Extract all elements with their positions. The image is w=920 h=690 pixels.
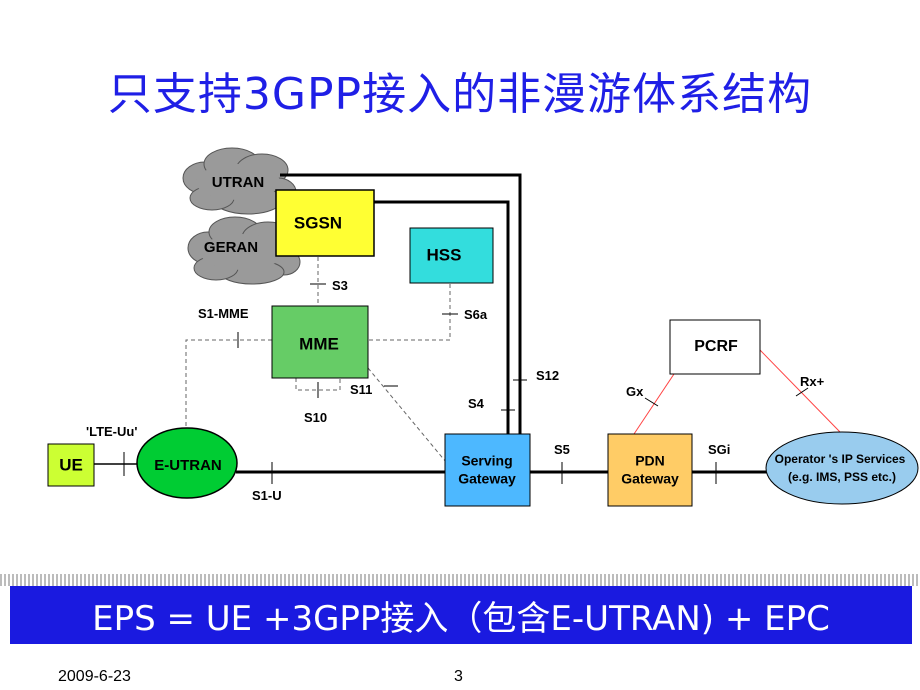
eutran-node: E-UTRAN	[136, 427, 238, 499]
dashed-links	[185, 257, 451, 463]
interface-label-s1-u: S1-U	[252, 488, 282, 503]
sgsn-label: SGSN	[294, 213, 342, 232]
interface-label-lte-uu: 'LTE-Uu'	[86, 424, 137, 439]
footer-date: 2009-6-23	[58, 668, 131, 685]
mme-label: MME	[299, 334, 339, 353]
ue-label: UE	[59, 455, 83, 474]
utran-label: UTRAN	[212, 174, 265, 191]
eutran-label: E-UTRAN	[154, 457, 222, 474]
summary-banner: EPS = UE +3GPP接入（包含E-UTRAN) + EPC	[10, 586, 912, 644]
operator-ip-services-label-2: (e.g. IMS, PSS etc.)	[788, 470, 896, 484]
pcrf-label: PCRF	[694, 338, 738, 355]
pdn-gateway-node: PDN Gateway	[607, 433, 693, 507]
geran-cloud: GERAN	[187, 216, 301, 285]
thick-links	[94, 173, 768, 474]
sgsn-node: SGSN	[275, 189, 375, 257]
interface-label-sgi: SGi	[708, 442, 730, 457]
serving-gateway-label-2: Gateway	[458, 471, 516, 487]
pcrf-node: PCRF	[669, 319, 761, 375]
page-number: 3	[454, 668, 463, 685]
slide-title: 只支持3GPP接入的非漫游体系结构	[107, 69, 813, 120]
pdn-gateway-label-2: Gateway	[621, 471, 679, 487]
interface-label-s10: S10	[304, 410, 327, 425]
interface-ticks	[123, 283, 809, 484]
serving-gateway-label-1: Serving	[461, 453, 512, 469]
geran-label: GERAN	[204, 239, 258, 256]
interface-label-s1-mme: S1-MME	[198, 306, 249, 321]
serving-gateway-node: Serving Gateway	[444, 433, 531, 507]
interface-label-s11: S11	[350, 382, 372, 397]
banner-stripe	[0, 574, 920, 586]
hss-node: HSS	[409, 227, 494, 284]
hss-label: HSS	[427, 245, 462, 264]
interface-label-rx-plus: Rx+	[800, 374, 825, 389]
operator-ip-services-label-1: Operator 's IP Services	[775, 452, 906, 466]
mme-node: MME	[271, 305, 369, 379]
interface-label-s5: S5	[554, 442, 570, 457]
interface-label-s3: S3	[332, 278, 348, 293]
pdn-gateway-label-1: PDN	[635, 453, 665, 469]
ue-node: UE	[47, 443, 95, 487]
interface-label-s6a: S6a	[464, 307, 488, 322]
interface-label-gx: Gx	[626, 384, 644, 399]
operator-ip-services-node: Operator 's IP Services (e.g. IMS, PSS e…	[765, 431, 919, 505]
interface-label-s4: S4	[468, 396, 485, 411]
interface-label-s12: S12	[536, 368, 559, 383]
